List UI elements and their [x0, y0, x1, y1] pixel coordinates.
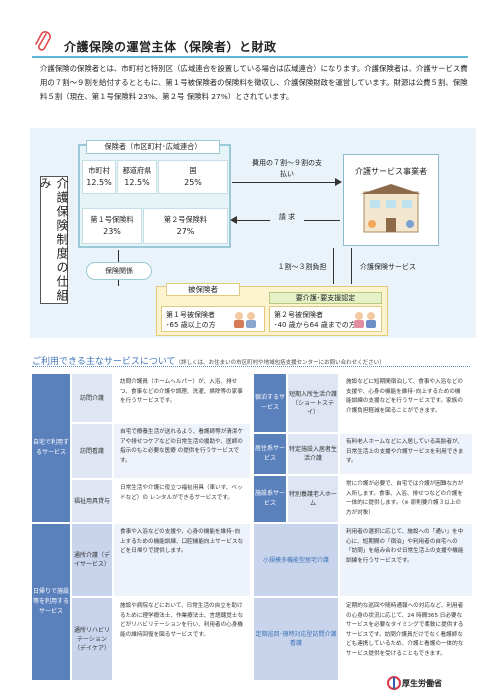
service-desc: 利用者の選択に応じて、施設への「通い」を中心に、短期間の「宿泊」や利用者の自宅へ… — [340, 524, 472, 596]
service-name: 通所介護（デイサービス） — [72, 524, 112, 596]
adult-couple-icon — [354, 312, 376, 328]
service-name: 小規模多機能型居宅介護 — [254, 524, 338, 596]
copay-label: １割～３割負担 — [276, 262, 328, 273]
category-facility: 施設系サービス — [254, 476, 286, 522]
service-name: 訪問介護 — [72, 374, 112, 422]
title-underline — [32, 36, 468, 58]
service-name: 定期巡回･随時対応型訪問介護看護 — [254, 598, 338, 680]
service-name: 短期入所生活介護（ショートステイ） — [288, 374, 338, 432]
care-service-label: 介護保険サービス — [355, 262, 421, 273]
services-heading: ご利用できる主なサービスについて（詳しくは、お住まいの市区町村や地域包括支援セン… — [32, 357, 385, 367]
insured-first: 第１号被保険者･65 歳以上の方 — [161, 306, 265, 332]
services-rule — [32, 366, 470, 367]
category-residential: 居住系サービス — [254, 434, 286, 474]
service-desc: 食事や入浴などの支援や、心身の機能を維持･向上するための機能訓練、口腔機能向上サ… — [114, 524, 250, 596]
insured-second: 第２号被保険者･40 歳から64 歳までの方 — [269, 306, 382, 332]
service-name: 特定施設入居者生活介護 — [288, 434, 338, 474]
billing-label: 請 求 — [270, 212, 304, 223]
certification-label: 要介護･要支援認定 — [269, 292, 382, 304]
intro-paragraph: 介護保険の保険者とは、市町村と特別区（広域連合を設置している場合は広域連合）にな… — [40, 64, 468, 101]
service-name: 通所リハビリテーション（デイケア） — [72, 598, 112, 680]
ministry-logo-text: 厚生労働省 — [402, 679, 442, 688]
category-overnight: 宿泊するサービス — [254, 374, 286, 432]
service-name: 福祉用具貸与 — [72, 480, 112, 522]
copay-arrow — [333, 248, 334, 284]
category-daytrip: 日帰りで施設等を利用するサービス — [32, 524, 70, 680]
service-desc: 施設や病院などにおいて、日常生活の自立を助けるために理学療法士、作業療法士、言語… — [114, 598, 250, 680]
insurance-relation-label: 保険関係 — [86, 262, 152, 280]
service-arrow — [351, 248, 352, 284]
insured-heading: 被保険者 — [166, 283, 240, 296]
elderly-couple-icon — [234, 312, 256, 328]
service-desc: 自宅で療養生活が送れるよう、看護師等が清潔ケアや排せつケアなどの日常生活の援助や… — [114, 424, 250, 478]
ministry-logo-icon — [387, 676, 401, 690]
diagram-vertical-title: 介護保険制度の仕組み — [38, 176, 69, 304]
service-desc: 常に介護が必要で、自宅では介護が困難な方が入所します。食事、入浴、排せつなどの介… — [340, 476, 472, 522]
services-table: 自宅で利用するサービス 日帰りで施設等を利用するサービス 訪問介護 訪問介護員（… — [32, 374, 472, 680]
service-name: 訪問看護 — [72, 424, 112, 478]
paperclip-icon — [35, 31, 51, 51]
service-desc: 施設などに短期間宿泊して、食事や入浴などの支援や、心身の機能を維持･向上するため… — [340, 374, 472, 432]
service-desc: 有料老人ホームなどに入居している高齢者が、日常生活上の支援や介護サービスを利用で… — [340, 434, 472, 474]
insurer-heading: 保険者（市区町村･広域連合） — [86, 140, 220, 154]
care-facility-illustration — [361, 184, 421, 233]
service-desc: 訪問介護員（ホームヘルパー）が、入浴、排せつ、食事などの介護や調理、洗濯、掃除等… — [114, 374, 250, 422]
service-name: 特別養護老人ホーム — [288, 476, 338, 522]
page-title: 介護保険の運営主体（保険者）と財政 — [64, 40, 277, 54]
service-desc: 定期的な巡回や随時通報への対応など、利用者の心身の状況に応じて、24 時間365… — [340, 598, 472, 680]
category-home: 自宅で利用するサービス — [32, 374, 70, 522]
service-desc: 日常生活や介護に役立つ福祉用具（車いす、ベッドなど）の レンタルができるサービス… — [114, 480, 250, 522]
provider-title: 介護サービス事業者 — [355, 167, 427, 176]
payment-label: 費用の７割～９割の支払い — [252, 158, 322, 180]
payment-arrow — [232, 178, 342, 187]
